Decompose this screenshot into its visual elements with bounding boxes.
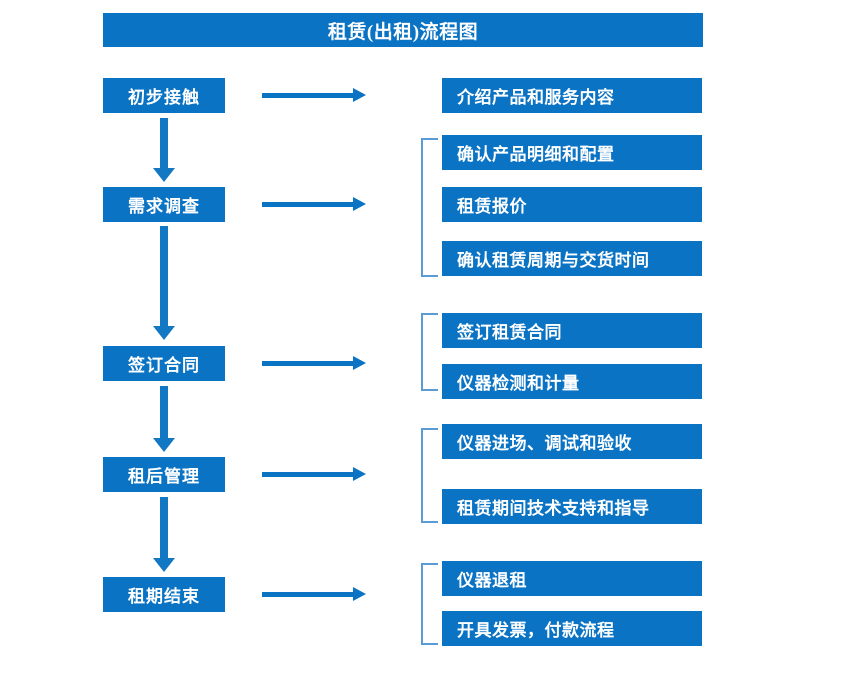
vertical-arrow-3 bbox=[153, 386, 175, 452]
group-bracket-2 bbox=[421, 138, 438, 277]
horizontal-arrow-5 bbox=[262, 587, 366, 601]
detail-box-5[interactable]: 签订租赁合同 bbox=[442, 313, 702, 348]
detail-box-3[interactable]: 租赁报价 bbox=[442, 187, 702, 222]
group-bracket-3 bbox=[421, 313, 438, 391]
detail-box-4[interactable]: 确认租赁周期与交货时间 bbox=[442, 241, 702, 276]
stage-box-1[interactable]: 初步接触 bbox=[103, 78, 225, 113]
horizontal-arrow-3 bbox=[262, 356, 366, 370]
detail-box-7[interactable]: 仪器进场、调试和验收 bbox=[442, 424, 702, 459]
detail-box-1[interactable]: 介绍产品和服务内容 bbox=[442, 78, 702, 113]
horizontal-arrow-1 bbox=[262, 88, 366, 102]
page-title: 租赁(出租)流程图 bbox=[103, 13, 703, 47]
stage-box-4[interactable]: 租后管理 bbox=[103, 457, 225, 492]
vertical-arrow-2 bbox=[153, 226, 175, 340]
horizontal-arrow-4 bbox=[262, 467, 366, 481]
horizontal-arrow-2 bbox=[262, 197, 366, 211]
detail-box-10[interactable]: 开具发票，付款流程 bbox=[442, 611, 702, 646]
detail-box-2[interactable]: 确认产品明细和配置 bbox=[442, 135, 702, 170]
detail-box-6[interactable]: 仪器检测和计量 bbox=[442, 364, 702, 399]
stage-box-3[interactable]: 签订合同 bbox=[103, 346, 225, 381]
stage-box-2[interactable]: 需求调查 bbox=[103, 187, 225, 222]
detail-box-9[interactable]: 仪器退租 bbox=[442, 561, 702, 596]
vertical-arrow-1 bbox=[153, 118, 175, 182]
vertical-arrow-4 bbox=[153, 497, 175, 572]
group-bracket-4 bbox=[421, 428, 438, 523]
detail-box-8[interactable]: 租赁期间技术支持和指导 bbox=[442, 489, 702, 524]
group-bracket-5 bbox=[421, 563, 438, 645]
stage-box-5[interactable]: 租期结束 bbox=[103, 577, 225, 612]
